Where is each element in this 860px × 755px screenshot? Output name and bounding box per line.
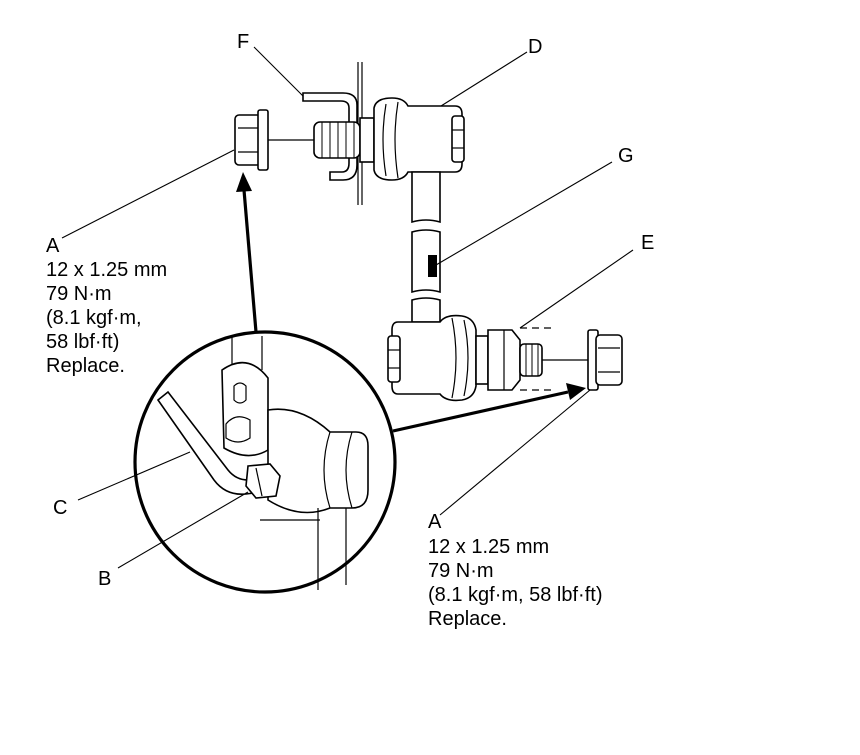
spec-upper-replace: Replace. xyxy=(46,355,125,377)
lower-bracket-outline xyxy=(520,327,555,391)
hex-wrench-f xyxy=(302,92,358,181)
label-c: C xyxy=(53,497,67,519)
spec-upper-kgfm: (8.1 kgf·m, xyxy=(46,307,142,329)
bold-arrow-up xyxy=(236,172,258,333)
spec-lower-replace: Replace. xyxy=(428,608,507,630)
bold-arrow-right xyxy=(392,383,586,433)
flange-nut-a-upper xyxy=(234,109,269,171)
spec-block-lower: A 12 x 1.25 mm 79 N·m (8.1 kgf·m, 58 lbf… xyxy=(428,511,603,630)
label-a-lower: A xyxy=(428,511,442,533)
lower-ball-joint-e xyxy=(387,314,477,402)
spec-upper-lbfft: 58 lbf·ft) xyxy=(46,331,119,353)
lower-stud-bolt xyxy=(475,329,543,391)
label-g: G xyxy=(618,145,634,167)
spec-lower-size: 12 x 1.25 mm xyxy=(428,536,549,558)
detail-inset-circle xyxy=(133,330,397,594)
spec-lower-kgfm-lbfft: (8.1 kgf·m, 58 lbf·ft) xyxy=(428,584,603,606)
upper-ball-joint-d xyxy=(373,97,465,181)
spec-upper-torque: 79 N·m xyxy=(46,283,112,305)
label-a-upper: A xyxy=(46,235,60,257)
label-e: E xyxy=(641,232,654,254)
spec-upper-size: 12 x 1.25 mm xyxy=(46,259,167,281)
leader-lines xyxy=(61,46,634,569)
flange-nut-a-lower xyxy=(587,329,623,391)
spec-block-upper: A 12 x 1.25 mm 79 N·m (8.1 kgf·m, 58 lbf… xyxy=(46,235,167,377)
label-b: B xyxy=(98,568,111,590)
upper-stud-bolt xyxy=(313,117,375,163)
label-f: F xyxy=(237,31,249,53)
spec-lower-torque: 79 N·m xyxy=(428,560,494,582)
link-rod-g xyxy=(411,171,441,323)
label-d: D xyxy=(528,36,542,58)
